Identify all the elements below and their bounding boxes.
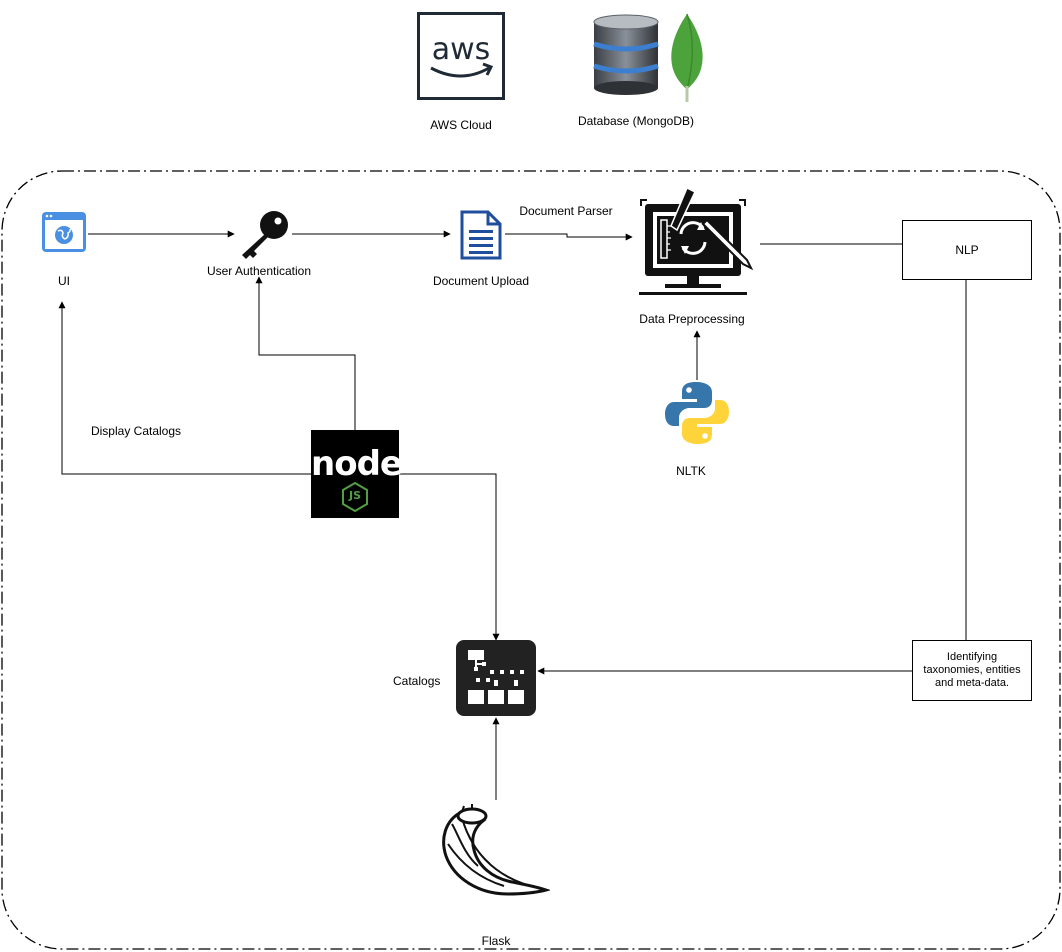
aws-logo-text: aws	[432, 32, 491, 67]
identify-label-line-1: Identifying	[946, 651, 998, 663]
display-catalogs-label: Display Catalogs	[90, 424, 182, 438]
hierarchy-icon	[456, 640, 536, 716]
nodejs-logo-icon: node JS	[311, 430, 403, 518]
mongodb-leaf-icon	[671, 13, 703, 102]
document-icon	[460, 210, 502, 260]
browser-window-icon	[42, 212, 86, 252]
auth-label: User Authentication	[206, 264, 312, 278]
identify-label-line-3: and meta-data.	[935, 677, 1009, 689]
identify-label-line-2: taxonomies, entities	[923, 664, 1021, 676]
edge-node-ui	[58, 301, 311, 475]
preprocessing-label: Data Preprocessing	[639, 312, 745, 326]
key-icon	[242, 211, 288, 259]
nodejs-logo-text: node	[311, 444, 403, 484]
aws-logo-icon: aws	[417, 12, 505, 100]
python-logo-icon	[665, 382, 729, 444]
database-label: Database (MongoDB)	[577, 114, 695, 128]
nodejs-hexagon-icon	[342, 482, 368, 512]
database-cylinder-icon	[593, 14, 659, 95]
edge-node-auth	[255, 276, 356, 430]
aws-cloud-label: AWS Cloud	[430, 118, 492, 132]
identify-box: Identifying taxonomies, entities and met…	[912, 640, 1032, 701]
upload-label: Document Upload	[432, 274, 530, 288]
flask-label: Flask	[481, 934, 511, 948]
nodejs-badge-text: JS	[348, 489, 361, 502]
edge-node-catalogs	[399, 473, 500, 641]
system-boundary	[1, 170, 1061, 950]
nlp-label: NLP	[955, 243, 979, 257]
ui-label: UI	[58, 274, 70, 288]
nltk-label: NLTK	[676, 464, 706, 478]
flask-horn-icon	[442, 804, 550, 896]
edge-upload-preprocessing	[505, 233, 633, 241]
parser-label: Document Parser	[519, 204, 613, 218]
catalogs-label: Catalogs	[393, 674, 441, 688]
nlp-box: NLP	[902, 220, 1032, 280]
monitor-tools-icon	[639, 188, 754, 295]
